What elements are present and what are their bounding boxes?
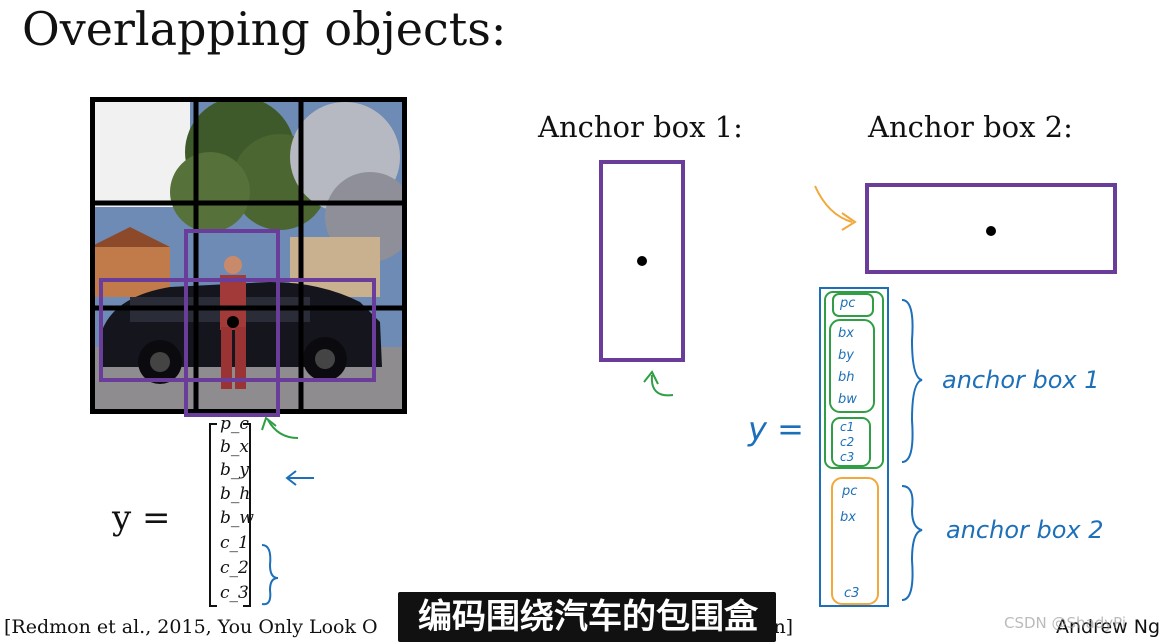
anchor-box-2	[865, 183, 1117, 274]
handwritten-y-equals: y =	[748, 410, 804, 448]
handwritten-anchor-box-2: anchor box 2	[946, 516, 1104, 544]
vector-bracket-left	[209, 423, 217, 607]
vector-label-bh: b_h	[220, 484, 251, 504]
vector-label-pc: p_c	[220, 414, 249, 434]
vector-label-c2: c_2	[220, 558, 249, 578]
subtitle-text: 编码围绕汽车的包围盒	[418, 597, 758, 637]
hw-pc-2: pc	[842, 484, 858, 499]
midpoint-dot	[227, 316, 239, 328]
author-name: Andrew Ng	[1056, 616, 1161, 638]
hw-c2-1: c2	[840, 435, 855, 449]
green-arrow-anchor1	[650, 374, 674, 397]
anchor-box-2-label: Anchor box 2:	[868, 110, 1073, 144]
hw-bx-2: bx	[840, 510, 856, 525]
street-photo	[90, 97, 407, 414]
person-bounding-box	[184, 229, 280, 417]
anchor-box-1	[599, 160, 685, 362]
anchor-box-1-center	[637, 256, 647, 266]
vector-label-bw: b_w	[220, 508, 254, 528]
anchor2-group	[831, 477, 879, 605]
watermark: CSDN @ShadyPi	[1004, 614, 1127, 632]
citation: [Redmon et al., 2015, You Only Look O	[4, 616, 378, 638]
hw-bw-1: bw	[838, 392, 857, 407]
vector-label-bx: b_x	[220, 437, 249, 457]
photo-illustration	[90, 97, 407, 414]
handwritten-anchor-box-1: anchor box 1	[942, 366, 1100, 394]
car-bounding-box	[99, 278, 376, 382]
orange-arrow-anchor2	[814, 185, 853, 223]
vector-label-c1: c_1	[220, 533, 249, 553]
slide-title: Overlapping objects:	[22, 2, 507, 56]
brace-anchor2	[901, 485, 923, 601]
hw-c3-2: c3	[844, 586, 860, 601]
vector-bracket-right	[243, 423, 251, 607]
hw-by-1: by	[838, 348, 854, 363]
vector-label-c3: c_3	[220, 583, 249, 603]
hw-pc-1: pc	[840, 296, 856, 311]
hw-c1-1: c1	[840, 420, 855, 434]
anchor-box-2-center	[986, 226, 996, 236]
y-equals-label: y =	[112, 498, 171, 538]
hw-bx-1: bx	[838, 326, 854, 341]
brace-anchor1	[901, 299, 923, 463]
hw-bh-1: bh	[838, 370, 855, 385]
green-arrow-photo	[267, 419, 299, 439]
tall-vector-outline	[819, 287, 889, 607]
blue-brace-classes	[261, 544, 279, 606]
subtitle-bar	[398, 592, 776, 642]
hw-c3-1: c3	[840, 450, 855, 464]
anchor-box-1-label: Anchor box 1:	[538, 110, 743, 144]
anchor1-group	[824, 291, 884, 469]
vector-label-by: b_y	[220, 460, 249, 480]
